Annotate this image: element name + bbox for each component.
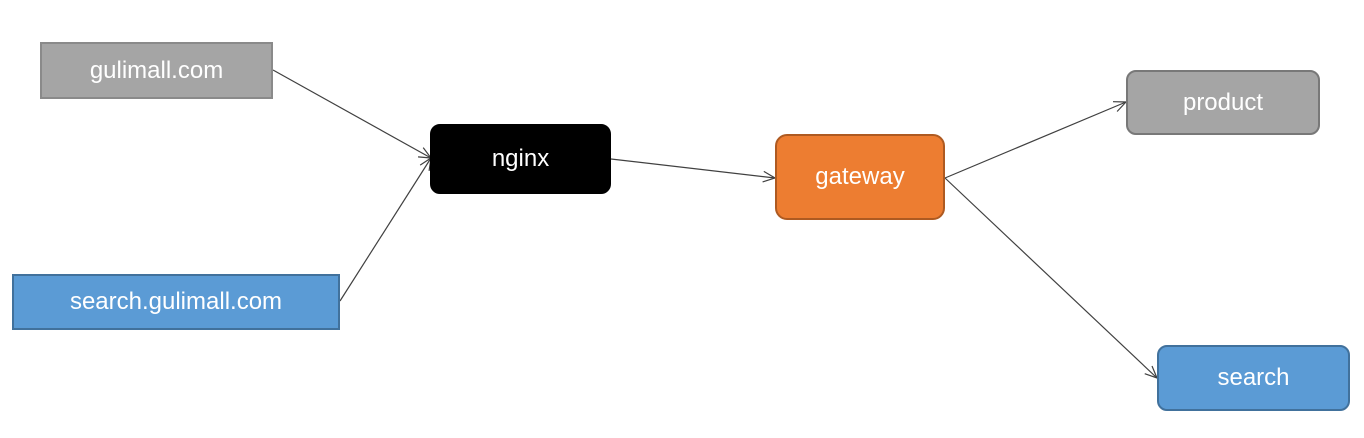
node-gulimall-com: gulimall.com [40,42,273,99]
edge-gulimall_com-to-nginx [272,69,432,159]
edge-nginx-to-gateway [610,158,776,179]
node-search: search [1157,345,1350,411]
edge-group [272,69,1159,380]
node-label: gulimall.com [89,56,224,84]
node-search-gulimall-com: search.gulimall.com [12,274,340,330]
node-nginx: nginx [430,124,611,194]
node-gateway: gateway [775,134,945,220]
node-label: search.gulimall.com [69,288,283,315]
node-label: gateway [815,163,905,190]
edge-search_gulimall_com-to-nginx [339,157,432,302]
edge-gateway-to-search [944,177,1158,379]
edge-gateway-to-product [944,101,1127,179]
node-product: product [1126,70,1320,135]
node-label: search [1217,364,1290,391]
node-label: product [1182,88,1264,116]
node-label: nginx [491,145,550,172]
